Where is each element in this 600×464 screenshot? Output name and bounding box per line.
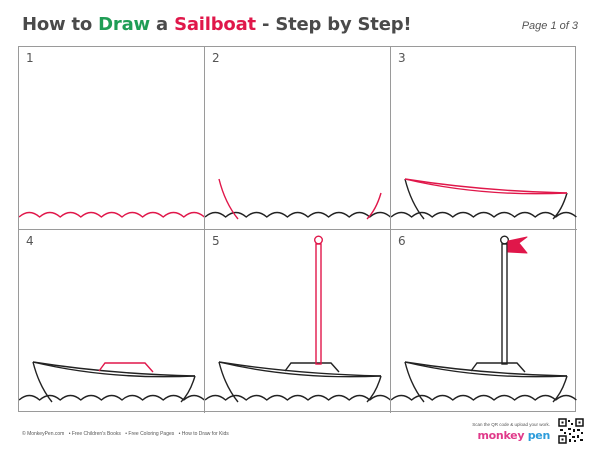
page-indicator: Page 1 of 3 [521, 20, 578, 32]
footer-link-coloring[interactable]: • Free Coloring Pages [125, 431, 175, 437]
title-sailboat-word: Sailboat [174, 14, 256, 35]
footer-link-howto[interactable]: • How to Draw for Kids [178, 431, 229, 437]
hull-front-curve [180, 375, 196, 403]
footer-copyright: © MonkeyPen.com [22, 431, 65, 437]
hull-rim [32, 361, 196, 378]
footer-link-books[interactable]: • Free Children's Books [68, 431, 121, 437]
mast-new [315, 243, 322, 365]
title-part3: - Step by Step! [255, 14, 412, 35]
hull-top-line [32, 361, 196, 377]
steps-grid: 1 2 3 4 [18, 46, 577, 413]
waves [391, 211, 577, 218]
hull-top-line [404, 361, 568, 377]
hull-front-curve-new [366, 192, 382, 220]
cabin [284, 362, 340, 373]
step-3-drawing [391, 178, 577, 220]
flag-new [507, 236, 528, 254]
waves [391, 394, 577, 401]
waves [205, 394, 390, 401]
hull-top-line [218, 361, 382, 377]
step-number: 6 [398, 234, 406, 248]
step-panel-5: 5 [205, 230, 391, 413]
step-1-drawing [19, 211, 204, 218]
hull-back-curve-new [218, 178, 239, 220]
brand-part1: monkey [477, 429, 525, 442]
page-title: How to Draw a Sailboat - Step by Step! [22, 14, 412, 35]
hull-rim-new [404, 178, 568, 195]
hull-front-curve [366, 375, 382, 403]
hull-top-line-new [404, 178, 568, 194]
hull-rim [218, 361, 382, 378]
step-5-drawing [205, 235, 390, 403]
step-panel-1: 1 [19, 47, 205, 230]
step-2-drawing [205, 178, 390, 220]
mast-top-ball-new [313, 235, 323, 245]
step-panel-3: 3 [391, 47, 577, 230]
cabin-new [98, 362, 154, 373]
hull-back-curve [218, 361, 239, 403]
hull-back-curve [32, 361, 53, 403]
hull-back-curve [404, 178, 425, 220]
step-panel-6: 6 [391, 230, 577, 413]
step-number: 1 [26, 51, 34, 65]
waves [19, 394, 204, 401]
brand-logo[interactable]: monkey pen [478, 429, 551, 442]
waves-new [19, 211, 204, 218]
hull-front-curve [552, 192, 568, 220]
step-6-drawing [391, 235, 577, 403]
step-number: 3 [398, 51, 406, 65]
cabin [470, 362, 526, 373]
step-4-drawing [19, 361, 204, 403]
mast-top-ball [499, 235, 509, 245]
hull-front-curve [552, 375, 568, 403]
hull-back-curve [404, 361, 425, 403]
title-part1: How to [22, 14, 99, 35]
scan-instruction: Scan the QR code & upload your work. [472, 422, 550, 427]
step-number: 4 [26, 234, 34, 248]
step-number: 5 [212, 234, 220, 248]
step-panel-4: 4 [19, 230, 205, 413]
hull-rim [404, 361, 568, 378]
title-part2: a [149, 14, 175, 35]
step-number: 2 [212, 51, 220, 65]
title-draw-word: Draw [98, 14, 150, 35]
qr-code-icon[interactable] [558, 418, 584, 444]
brand-part2: pen [524, 429, 551, 442]
mast [501, 243, 508, 365]
footer-links: © MonkeyPen.com • Free Children's Books … [22, 431, 232, 437]
step-panel-2: 2 [205, 47, 391, 230]
waves [205, 211, 390, 218]
